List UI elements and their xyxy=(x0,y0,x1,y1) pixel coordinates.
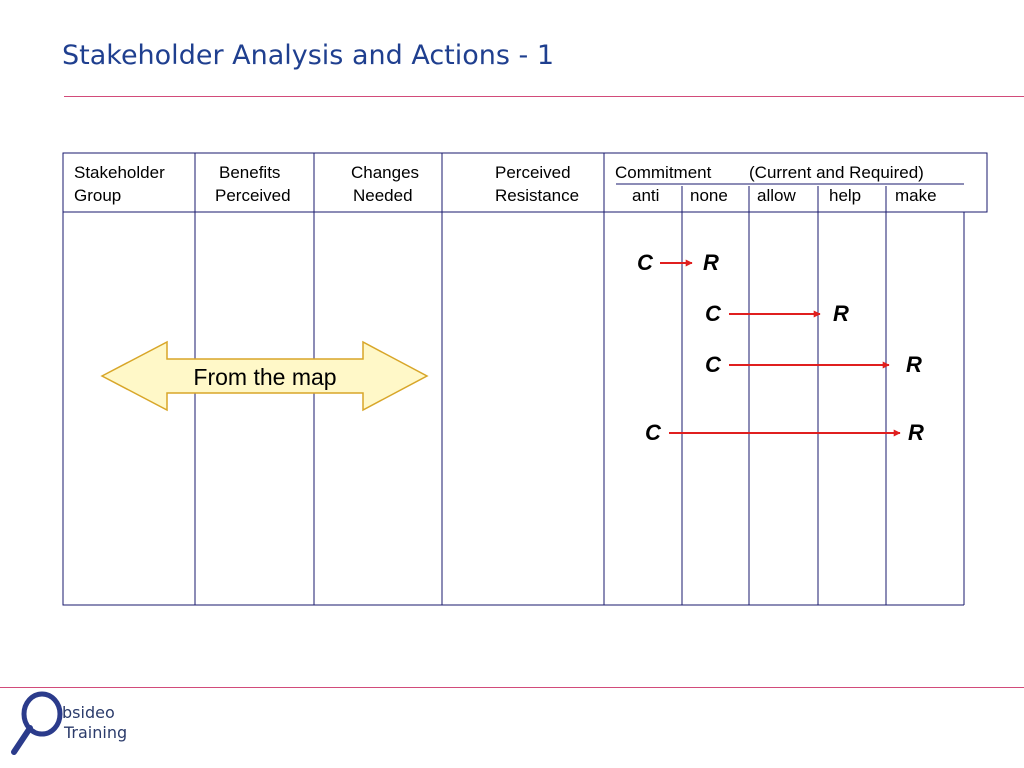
level-make: make xyxy=(895,186,937,205)
header-benefits-line2: Perceived xyxy=(215,186,291,205)
required-marker: R xyxy=(908,420,924,445)
level-none: none xyxy=(690,186,728,205)
level-allow: allow xyxy=(757,186,796,205)
header-stakeholder-line2: Group xyxy=(74,186,121,205)
current-marker: C xyxy=(705,352,722,377)
required-marker: R xyxy=(703,250,719,275)
commitment-header-box xyxy=(603,152,988,213)
current-marker: C xyxy=(645,420,662,445)
required-marker: R xyxy=(906,352,922,377)
header-resistance-line2: Resistance xyxy=(495,186,579,205)
header-benefits-line1: Benefits xyxy=(219,163,280,182)
current-marker: C xyxy=(705,301,722,326)
title-divider xyxy=(64,96,1024,97)
slide-title: Stakeholder Analysis and Actions - 1 xyxy=(62,40,555,71)
header-changes-line1: Changes xyxy=(351,163,419,182)
header-changes-line2: Needed xyxy=(353,186,413,205)
header-resistance-line1: Perceived xyxy=(495,163,571,182)
from-the-map-label: From the map xyxy=(193,364,336,390)
obsideo-logo-icon xyxy=(11,691,63,755)
level-help: help xyxy=(829,186,861,205)
level-anti: anti xyxy=(632,186,659,205)
logo-text-line1: bsideo xyxy=(62,703,115,722)
header-commitment: Commitment xyxy=(615,163,712,182)
footer-divider xyxy=(0,687,1024,688)
header-commitment-note: (Current and Required) xyxy=(749,163,924,182)
required-marker: R xyxy=(833,301,849,326)
header-stakeholder-line1: Stakeholder xyxy=(74,163,165,182)
current-marker: C xyxy=(637,250,654,275)
logo-text-line2: Training xyxy=(64,723,128,742)
from-the-map-arrow xyxy=(100,340,429,412)
